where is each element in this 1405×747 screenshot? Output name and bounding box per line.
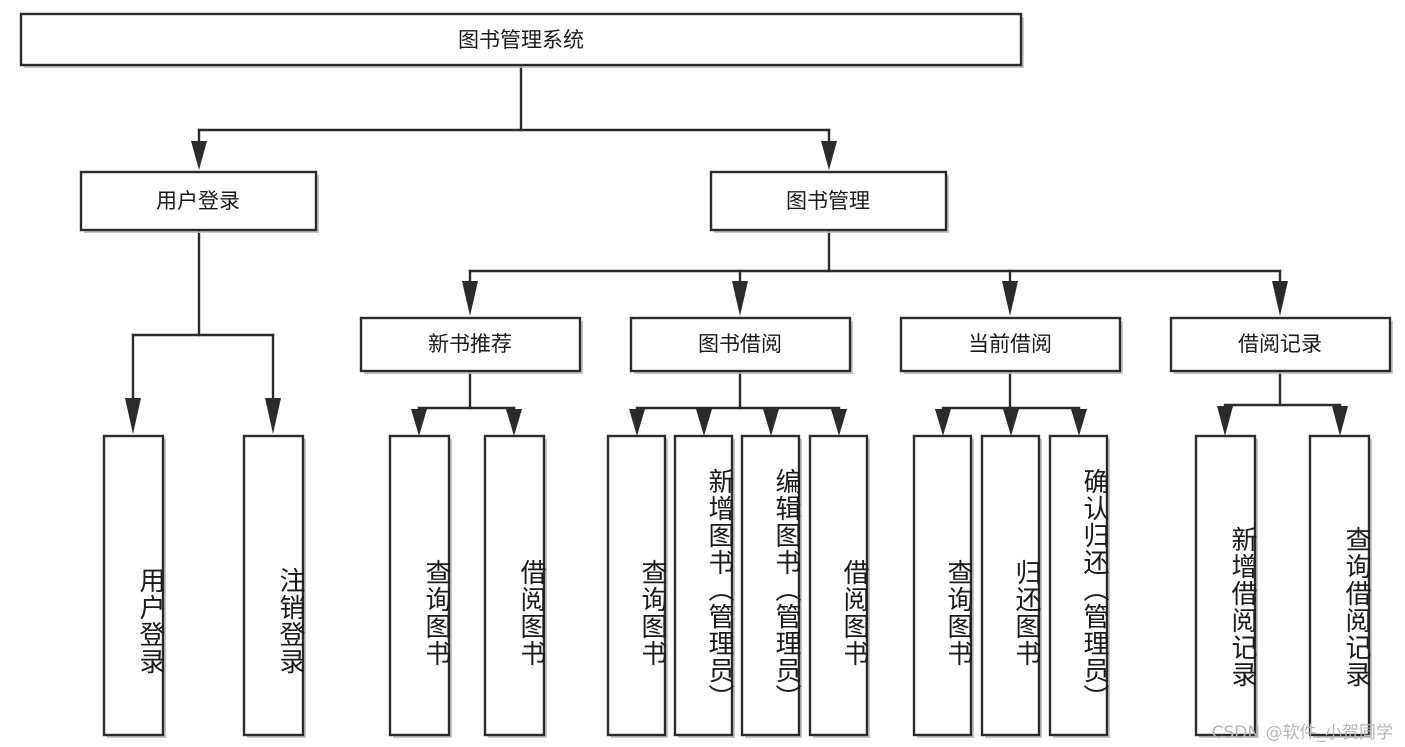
arrowhead-record: [1272, 281, 1288, 316]
node-borrow-record[interactable]: 借阅记录: [1169, 316, 1393, 374]
leaf-box-cb-confirm[interactable]: [1048, 434, 1109, 737]
arrowhead-current-leaf3: [1071, 409, 1087, 436]
user-login-box: [79, 170, 318, 232]
leaf-box-br-query[interactable]: [1308, 434, 1371, 737]
borrow-record-box: [1169, 316, 1392, 373]
book-borrow-box: [629, 316, 852, 373]
arrowhead-newbook-leaf2: [506, 409, 522, 436]
new-book-label: 新书推荐: [428, 332, 512, 356]
leaf-box-br-add[interactable]: [1194, 434, 1257, 737]
leaf-box-logout[interactable]: [242, 434, 305, 737]
arrowhead-newbook: [462, 281, 478, 316]
leaf-box-bb-query[interactable]: [606, 434, 667, 737]
node-new-book-recommend[interactable]: 新书推荐: [359, 316, 583, 374]
leaf-box-bb-borrow[interactable]: [808, 434, 869, 737]
leaf-box-bb-edit[interactable]: [740, 434, 801, 737]
csdn-watermark: CSDN @软件_小贺同学: [1211, 723, 1393, 743]
arrowhead-newbook-leaf1: [411, 409, 427, 436]
arrowhead-borrow: [732, 281, 748, 316]
arrowhead-borrow-leaf3: [763, 409, 779, 436]
book-mgmt-box: [709, 170, 948, 232]
arrowhead-current-leaf2: [1003, 409, 1019, 436]
book-mgmt-label: 图书管理: [786, 189, 870, 213]
arrowhead-borrow-leaf4: [831, 409, 847, 436]
new-book-box: [359, 316, 582, 373]
arrowhead-leaf-logout: [265, 398, 281, 434]
arrowhead-current: [1002, 281, 1018, 316]
arrowhead-record-leaf2: [1332, 406, 1348, 436]
leaf-box-nb-borrow[interactable]: [483, 434, 546, 737]
arrowhead-current-leaf1: [935, 409, 951, 436]
node-user-login[interactable]: 用户登录: [79, 170, 319, 233]
arrowhead-user-login: [191, 141, 207, 170]
leaf-box-nb-query[interactable]: [388, 434, 451, 737]
leaf-box-user-login[interactable]: [102, 434, 165, 737]
arrowhead-book-mgmt: [821, 141, 837, 170]
borrow-record-label: 借阅记录: [1238, 332, 1322, 356]
node-root[interactable]: 图书管理系统: [19, 12, 1024, 68]
leaf-box-bb-add[interactable]: [673, 434, 734, 737]
connector-layer: [125, 64, 1348, 436]
leaf-box-cb-query[interactable]: [912, 434, 973, 737]
user-login-label: 用户登录: [156, 189, 240, 213]
leaf-boxes-layer: [102, 434, 1372, 738]
node-current-borrow[interactable]: 当前借阅: [899, 316, 1123, 374]
arrowhead-record-leaf1: [1217, 406, 1233, 436]
leaf-box-cb-return[interactable]: [980, 434, 1041, 737]
arrowhead-leaf-user-login: [125, 398, 141, 434]
book-borrow-label: 图书借阅: [698, 332, 782, 356]
node-book-borrow[interactable]: 图书借阅: [629, 316, 853, 374]
arrowhead-borrow-leaf1: [629, 409, 645, 436]
root-box: [19, 12, 1023, 67]
current-borrow-label: 当前借阅: [968, 332, 1052, 356]
arrowhead-borrow-leaf2: [696, 409, 712, 436]
node-book-management[interactable]: 图书管理: [709, 170, 949, 233]
root-label: 图书管理系统: [458, 28, 584, 52]
current-borrow-box: [899, 316, 1122, 373]
